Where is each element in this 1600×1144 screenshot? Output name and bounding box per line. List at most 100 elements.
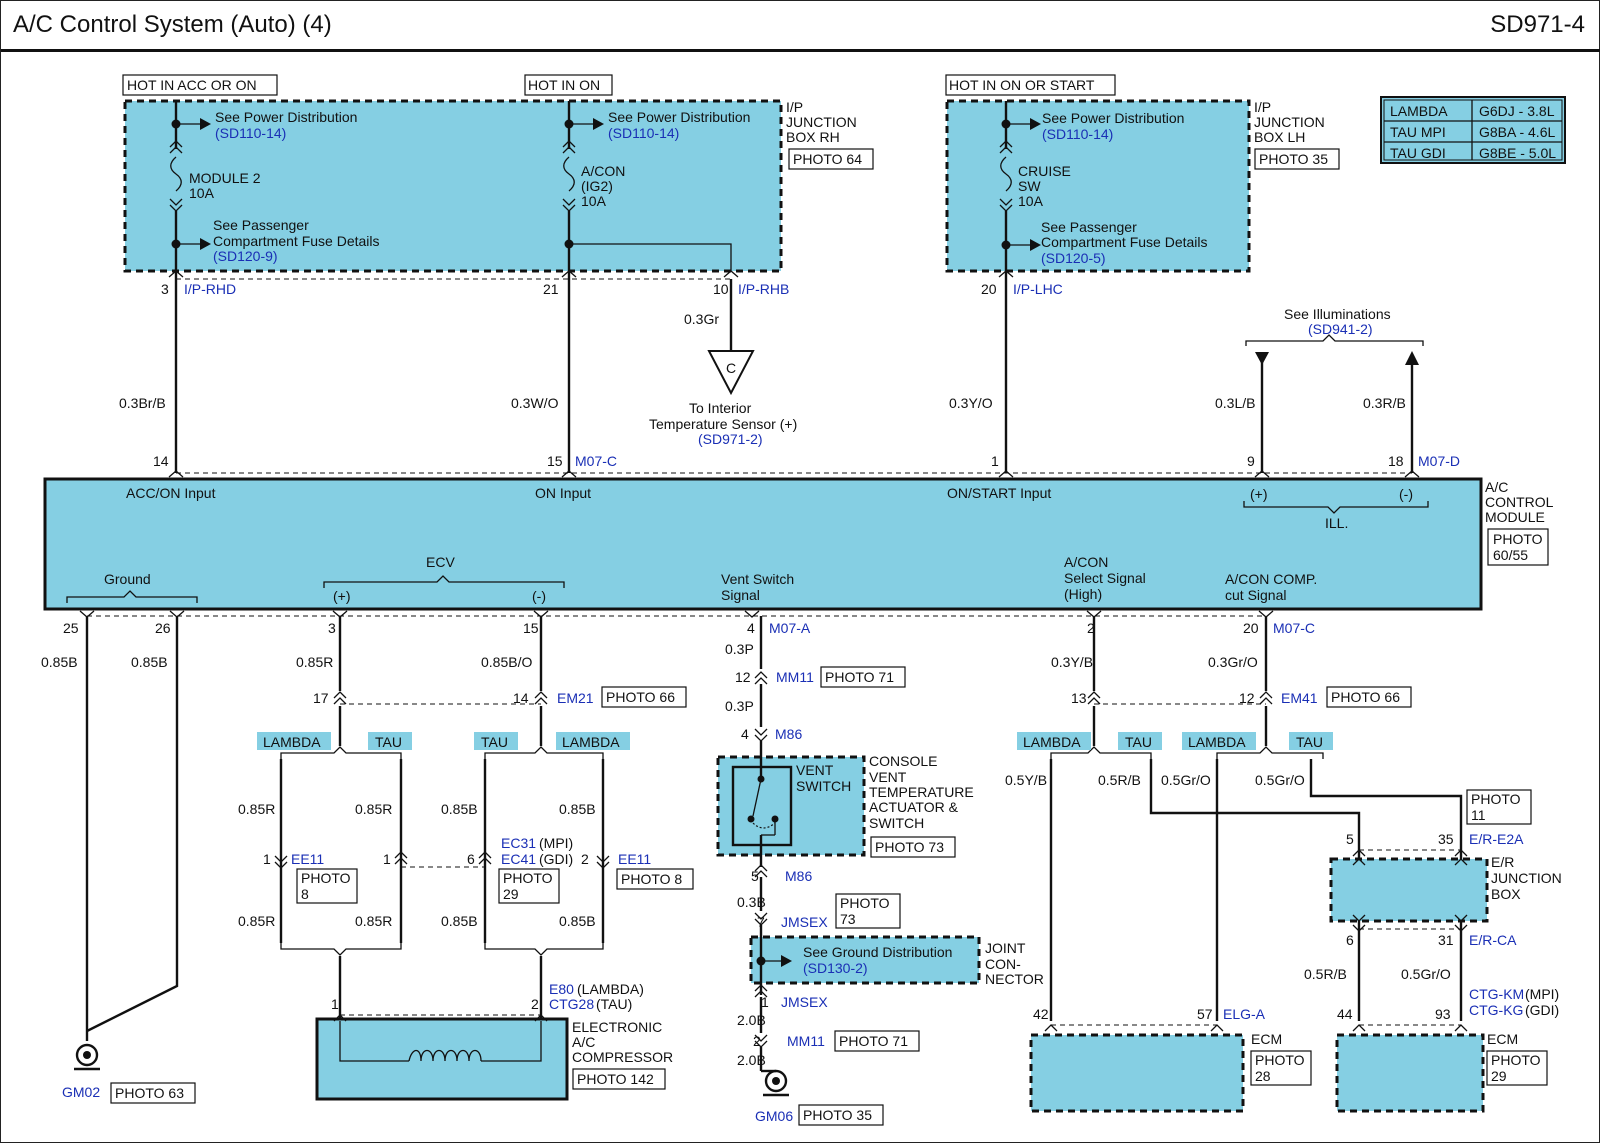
wire-03yb: 0.3Y/B xyxy=(1051,654,1093,670)
pin-6-ec: 6 xyxy=(467,851,475,867)
fuse-module2-rating: 10A xyxy=(189,185,215,201)
conn-m86-b: M86 xyxy=(785,868,812,884)
acon-sel-3: (High) xyxy=(1064,586,1102,602)
joint-label-3: NECTOR xyxy=(985,971,1044,987)
conn-m86-a: M86 xyxy=(775,726,802,742)
photo71-a: PHOTO 71 xyxy=(825,669,894,685)
see-power-2: See Power Distribution xyxy=(608,109,750,125)
pin-15-mod: 15 xyxy=(547,453,563,469)
wire-03lb: 0.3L/B xyxy=(1215,395,1255,411)
compressor-label-3: COMPRESSOR xyxy=(572,1049,673,1065)
acon-signal-wiring: 0.3Y/B 0.3Gr/O 13 12 EM41 PHOTO 66 LAMBD… xyxy=(1005,616,1562,1113)
fuse-acon-ig2: (IG2) xyxy=(581,178,613,194)
sensor-text-2: Temperature Sensor (+) xyxy=(649,416,797,432)
pin-7-jmsex: 7 xyxy=(757,914,765,930)
conn-ip-rhb: I/P-RHB xyxy=(738,281,789,297)
conn-em41: EM41 xyxy=(1281,690,1318,706)
photo8-b: PHOTO 8 xyxy=(621,871,682,887)
photo29-a-1: PHOTO xyxy=(503,870,553,886)
legend-engine-1: G6DJ - 3.8L xyxy=(1479,103,1555,119)
conn-er-e2a: E/R-E2A xyxy=(1469,831,1524,847)
top-wires: 3 I/P-RHD 21 10 I/P-RHB 20 I/P-LHC 0.3Br… xyxy=(119,270,1424,473)
pin-20-top: 20 xyxy=(981,281,997,297)
joint-label-2: CON- xyxy=(985,956,1021,972)
ipjb-lh-label-2: JUNCTION xyxy=(1254,114,1325,130)
sensor-text-1: To Interior xyxy=(689,400,752,416)
variant-lambda-2: LAMBDA xyxy=(562,734,620,750)
wire-03yo: 0.3Y/O xyxy=(949,395,993,411)
ac-control-module: 14 15 M07-C 1 9 18 M07-D ACC/ON Input ON… xyxy=(43,453,1554,636)
console-label-5: SWITCH xyxy=(869,815,924,831)
photo28-2: 28 xyxy=(1255,1068,1271,1084)
wire-05yb: 0.5Y/B xyxy=(1005,772,1047,788)
gm06-label: GM06 xyxy=(755,1108,793,1124)
pin-2-mm11: 2 xyxy=(753,1033,761,1049)
acon-comp-2: cut Signal xyxy=(1225,587,1286,603)
e80-tag: (LAMBDA) xyxy=(577,981,644,997)
photo71-b: PHOTO 71 xyxy=(839,1033,908,1049)
conn-mm11-b: MM11 xyxy=(787,1033,825,1049)
photo73-a: PHOTO 73 xyxy=(875,839,944,855)
sensor-c-label: C xyxy=(726,360,736,376)
conn-jmsex-a: JMSEX xyxy=(781,914,828,930)
conn-jmsex-b: JMSEX xyxy=(781,994,828,1010)
photo66-right: PHOTO 66 xyxy=(1331,689,1400,705)
on-start-input: ON/START Input xyxy=(947,485,1051,501)
fuse-cruise-rating: 10A xyxy=(1018,193,1044,209)
pin-44: 44 xyxy=(1337,1006,1353,1022)
pin-15-bot: 15 xyxy=(523,620,539,636)
photo35-bot: PHOTO 35 xyxy=(803,1107,872,1123)
pin-57: 57 xyxy=(1197,1006,1213,1022)
pin-26: 26 xyxy=(155,620,171,636)
pin-31-er: 31 xyxy=(1438,932,1454,948)
pin-5-m86: 5 xyxy=(751,868,759,884)
acc-on-input: ACC/ON Input xyxy=(126,485,216,501)
pin-35-er: 35 xyxy=(1438,831,1454,847)
wire-05gro-c: 0.5Gr/O xyxy=(1401,966,1451,982)
wire-03gro: 0.3Gr/O xyxy=(1208,654,1258,670)
pin-25: 25 xyxy=(63,620,79,636)
fuse-acon-rating: 10A xyxy=(581,193,607,209)
pin-2-bot: 2 xyxy=(1087,620,1095,636)
compressor-label-1: ELECTRONIC xyxy=(572,1019,662,1035)
pin-20-bot: 20 xyxy=(1243,620,1259,636)
pin-4-bot: 4 xyxy=(747,620,755,636)
ecm-label-2: ECM xyxy=(1487,1031,1518,1047)
ec31-mpi: (MPI) xyxy=(539,835,573,851)
sd110-14-ref-1: (SD110-14) xyxy=(215,125,286,141)
conn-elg-a: ELG-A xyxy=(1223,1006,1266,1022)
pin-12-em41: 12 xyxy=(1239,690,1255,706)
conn-m07a: M07-A xyxy=(769,620,811,636)
hot-acc-on-tag: HOT IN ACC OR ON xyxy=(127,77,257,93)
er-jb-label-3: BOX xyxy=(1491,886,1521,902)
ground-label: Ground xyxy=(104,571,151,587)
vent-signal-2: Signal xyxy=(721,587,760,603)
ip-junction-box-lh: HOT IN ON OR START I/P JUNCTION BOX LH P… xyxy=(945,74,1340,273)
photo66-left: PHOTO 66 xyxy=(606,689,675,705)
sd110-14-ref-2: (SD110-14) xyxy=(608,125,679,141)
wire-03rb: 0.3R/B xyxy=(1363,395,1406,411)
module-label-1: A/C xyxy=(1485,479,1508,495)
ctg28-tag: (TAU) xyxy=(596,996,632,1012)
fuse-cruise-sw: SW xyxy=(1018,178,1041,194)
ill-plus: (+) xyxy=(1250,486,1268,502)
see-pass-1b: Compartment Fuse Details xyxy=(213,233,380,249)
wire-03p-b: 0.3P xyxy=(725,698,754,714)
module-photo-1: PHOTO xyxy=(1493,531,1543,547)
photo28-1: PHOTO xyxy=(1255,1052,1305,1068)
wire-085r-a: 0.85R xyxy=(238,801,275,817)
wire-03brb: 0.3Br/B xyxy=(119,395,166,411)
photo8-a-2: 8 xyxy=(301,886,309,902)
legend-model-3: TAU GDI xyxy=(1390,145,1446,161)
wire-05gro-a: 0.5Gr/O xyxy=(1161,772,1211,788)
page-title: A/C Control System (Auto) (4) xyxy=(13,11,332,38)
photo11-1: PHOTO xyxy=(1471,791,1521,807)
variant-tau-3: TAU xyxy=(1125,734,1152,750)
pin-17: 17 xyxy=(313,690,329,706)
fuse-cruise-name: CRUISE xyxy=(1018,163,1071,179)
conn-ec41: EC41 xyxy=(501,851,536,867)
variant-lambda-1: LAMBDA xyxy=(263,734,321,750)
acon-comp-1: A/CON COMP. xyxy=(1225,571,1317,587)
photo29-a-2: 29 xyxy=(503,886,519,902)
conn-ip-lhc: I/P-LHC xyxy=(1013,281,1063,297)
